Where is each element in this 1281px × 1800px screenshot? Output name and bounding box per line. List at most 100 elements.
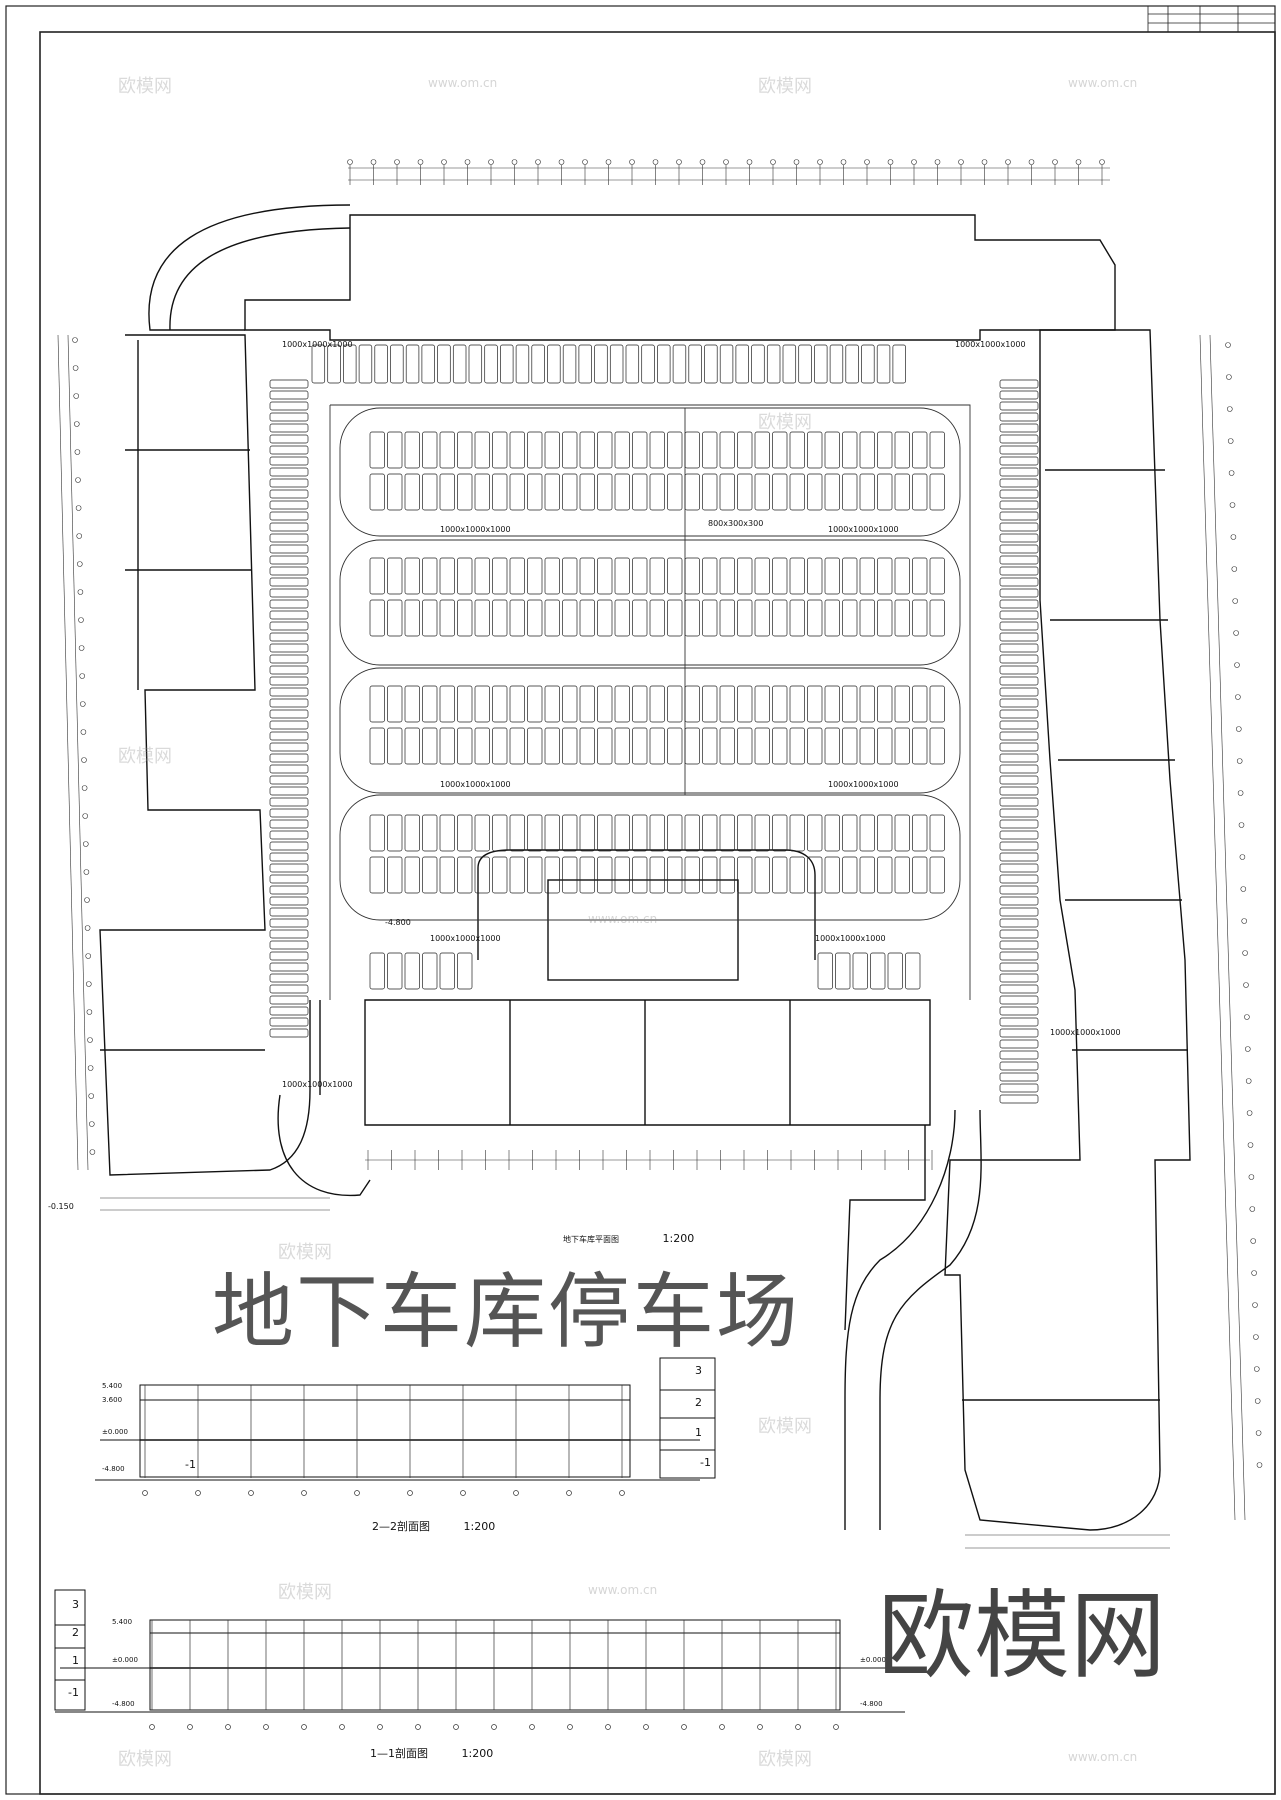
parking-stall (807, 431, 823, 469)
vent-opening-label: 1000x1000x1000 (282, 1080, 353, 1089)
vent-opening-label: 1000x1000x1000 (828, 525, 899, 534)
parking-stall (737, 599, 753, 637)
parking-stall (343, 344, 357, 384)
parking-stall (877, 856, 893, 894)
parking-stall (929, 856, 945, 894)
parking-stall (999, 896, 1039, 906)
parking-stall (929, 473, 945, 511)
parking-stall (999, 962, 1039, 972)
parking-stall (457, 557, 473, 595)
parking-stall (719, 599, 735, 637)
grid-bubble (370, 159, 377, 165)
grid-bubble (1230, 534, 1237, 540)
parking-stall (807, 685, 823, 723)
parking-stall (594, 344, 608, 384)
parking-stall (999, 797, 1039, 807)
parking-stall (269, 1028, 309, 1038)
parking-stall (509, 473, 525, 511)
grid-bubble (195, 1490, 201, 1496)
parking-stall (422, 557, 438, 595)
parking-stall (999, 841, 1039, 851)
parking-stall (999, 918, 1039, 928)
parking-stall (684, 856, 700, 894)
parking-stall (439, 473, 455, 511)
parking-stall (877, 685, 893, 723)
parking-stall (999, 830, 1039, 840)
parking-stall (387, 431, 403, 469)
grid-bubble (699, 159, 706, 165)
parking-stall (269, 511, 309, 521)
parking-stall (817, 952, 833, 990)
grid-bubble (1247, 1142, 1254, 1148)
grid-bubble (225, 1724, 231, 1730)
parking-stall (999, 643, 1039, 653)
grid-bubble (491, 1724, 497, 1730)
inner-border (39, 31, 1276, 1795)
vent-opening-label: 1000x1000x1000 (440, 525, 511, 534)
parking-stall (912, 685, 928, 723)
grid-bubble (1232, 598, 1238, 604)
parking-stall (544, 685, 560, 723)
parking-stall (625, 344, 640, 384)
grid-bubble (1241, 918, 1247, 924)
parking-stall (632, 557, 648, 595)
parking-stall (894, 557, 910, 595)
parking-stall (772, 599, 788, 637)
parking-stall (457, 952, 473, 990)
parking-stall (807, 727, 823, 765)
grid-bubble (793, 159, 800, 165)
parking-stall (509, 599, 525, 637)
grid-bubble (301, 1490, 307, 1496)
grid-bubble (1227, 438, 1234, 444)
parking-stall (702, 599, 718, 637)
grid-bubble (723, 159, 729, 165)
parking-stall (484, 344, 498, 384)
grid-bubble (652, 159, 659, 165)
grid-bubble (83, 869, 90, 875)
parking-stall (929, 685, 945, 723)
grid-bubble (84, 897, 90, 903)
parking-stall (999, 1028, 1039, 1038)
parking-stall (999, 390, 1039, 400)
grid-bubble (1227, 406, 1233, 412)
parking-stall (369, 856, 385, 894)
dimension-line (67, 334, 89, 1171)
parking-stall (269, 929, 309, 939)
parking-stall (474, 431, 490, 469)
parking-stall (894, 856, 910, 894)
vent-opening-label: 1000x1000x1000 (815, 934, 886, 943)
parking-stall (369, 727, 385, 765)
parking-stall (842, 557, 858, 595)
section22-scale: 1:200 (463, 1520, 496, 1533)
parking-stall (782, 344, 797, 384)
parking-stall (369, 599, 385, 637)
parking-stall (269, 621, 309, 631)
parking-stall (269, 588, 309, 598)
grid-bubble (415, 1724, 421, 1730)
grid-bubble (1249, 1206, 1256, 1212)
grid-bubble (80, 729, 87, 735)
parking-stall (269, 687, 309, 697)
parking-stall (269, 753, 309, 763)
grid-bubble (301, 1724, 307, 1730)
section22-level-2: 2 (695, 1396, 702, 1409)
parking-stall (999, 874, 1039, 884)
parking-stall (702, 814, 718, 852)
parking-stall (999, 1083, 1039, 1093)
parking-stall (492, 814, 508, 852)
parking-stall (269, 445, 309, 455)
parking-stall (912, 557, 928, 595)
parking-stall (269, 852, 309, 862)
parking-stall (369, 685, 385, 723)
grid-bubble (795, 1724, 801, 1730)
parking-stall (719, 473, 735, 511)
parking-stall (404, 473, 420, 511)
parking-stall (999, 973, 1039, 983)
grid-bubble (460, 1490, 466, 1496)
parking-stall (439, 599, 455, 637)
parking-stall (311, 344, 326, 384)
parking-stall (457, 685, 473, 723)
parking-stall (269, 665, 309, 675)
parking-stall (894, 599, 910, 637)
grid-bubble (681, 1724, 687, 1730)
